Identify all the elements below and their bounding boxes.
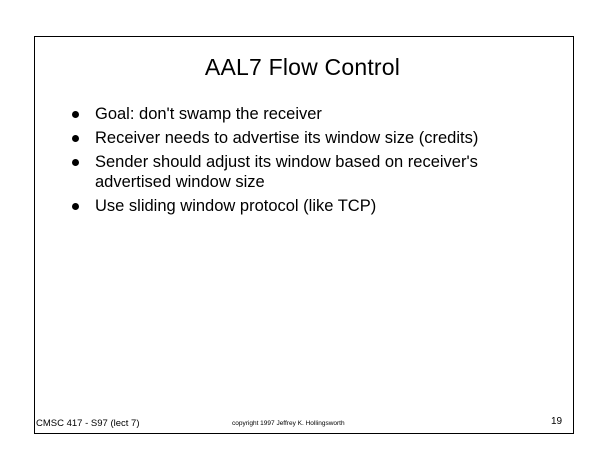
bullet-item: Goal: don't swamp the receiver	[72, 104, 552, 124]
bullet-icon	[72, 135, 79, 142]
footer-course-label: CMSC 417 - S97 (lect 7)	[36, 418, 140, 429]
bullet-item: Sender should adjust its window based on…	[72, 152, 552, 192]
slide-title: AAL7 Flow Control	[204, 54, 401, 80]
bullet-text: Goal: don't swamp the receiver	[95, 105, 322, 123]
slide-frame	[34, 36, 574, 434]
bullet-text: Use sliding window protocol (like TCP)	[95, 197, 377, 215]
bullet-item: Receiver needs to advertise its window s…	[72, 128, 552, 148]
bullet-item: Use sliding window protocol (like TCP)	[72, 196, 552, 216]
bullet-icon	[72, 159, 79, 166]
bullet-icon	[72, 203, 79, 210]
bullet-icon	[72, 111, 79, 118]
bullet-list: Goal: don't swamp the receiver Receiver …	[72, 104, 552, 220]
bullet-text: Receiver needs to advertise its window s…	[95, 129, 479, 147]
bullet-text: Sender should adjust its window based on…	[95, 153, 478, 191]
page-number: 19	[551, 416, 563, 427]
footer-copyright: copyright 1997 Jeffrey K. Hollingsworth	[232, 420, 345, 427]
